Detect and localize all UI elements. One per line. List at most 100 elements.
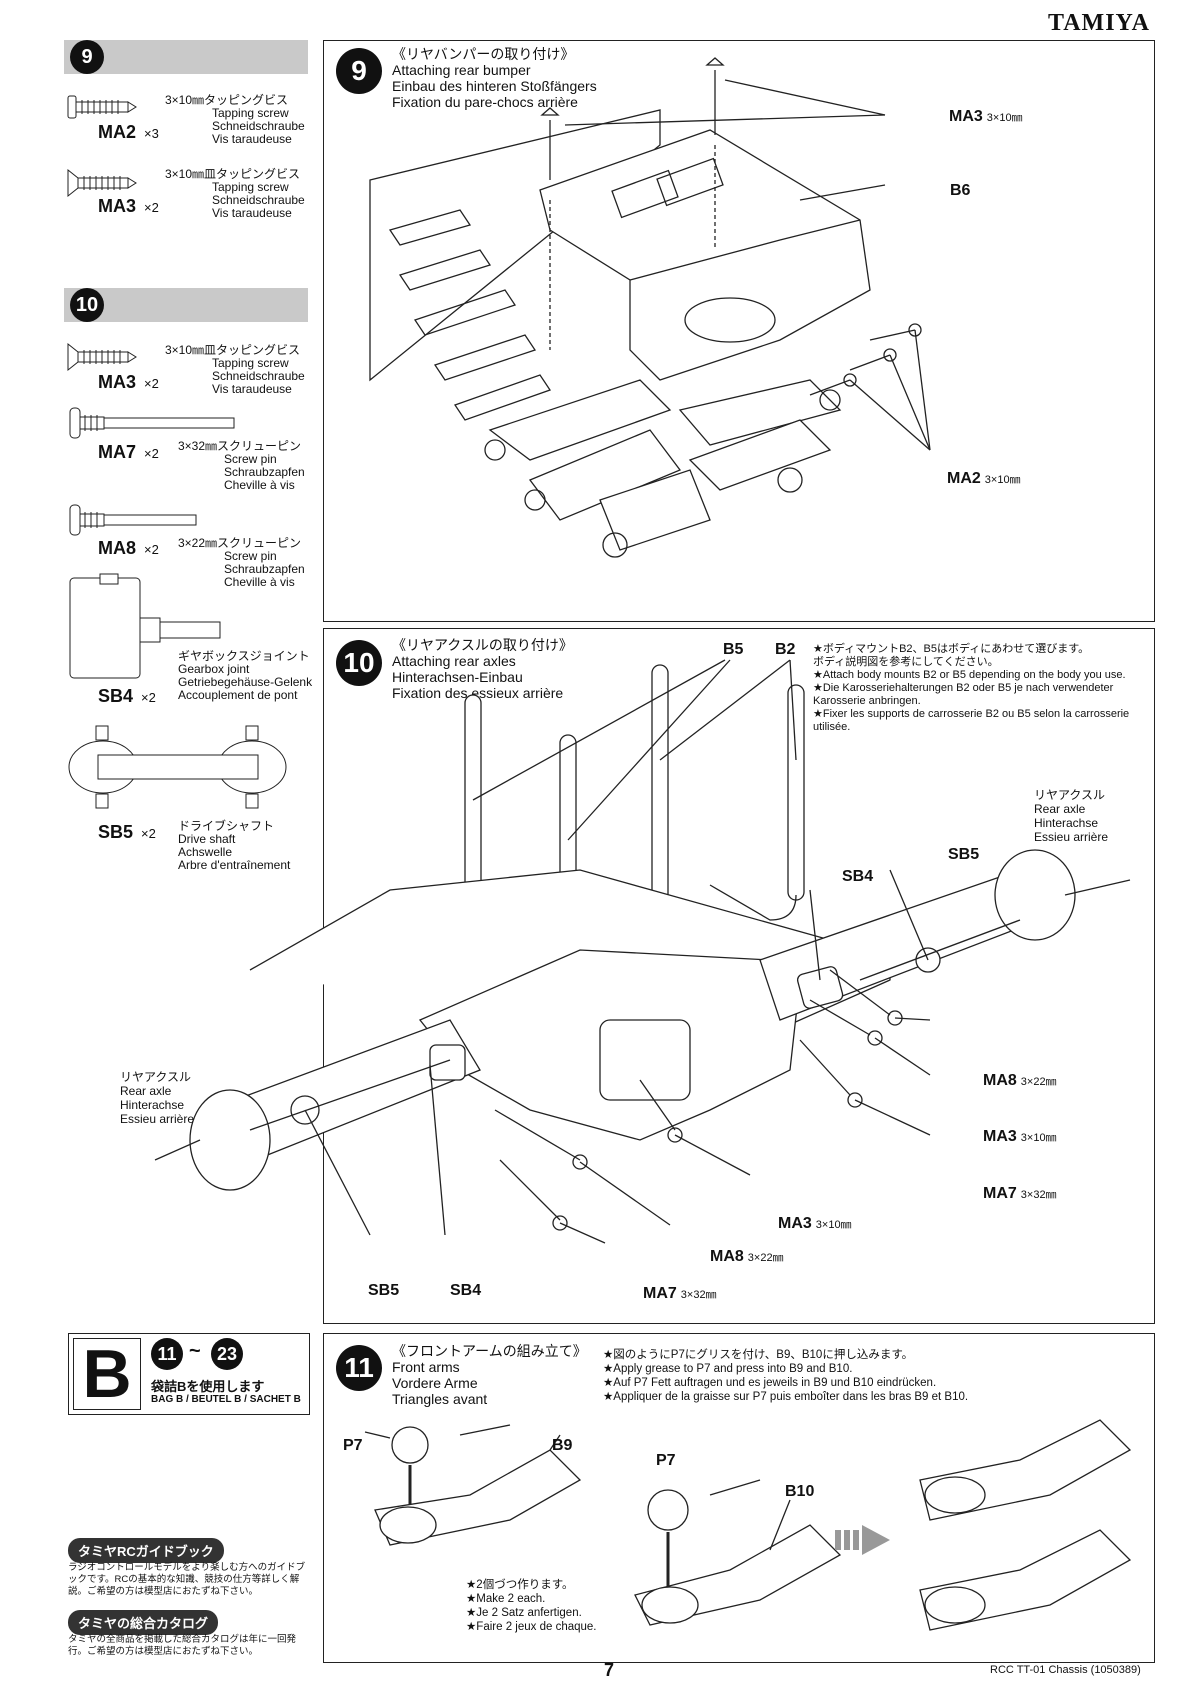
note-line: ★2個づつ作ります。 xyxy=(466,1579,574,1591)
part-code: MA8 xyxy=(98,538,137,558)
part-en: Tapping screw xyxy=(212,356,289,370)
part-code-sb4: SB4 ×2 xyxy=(98,686,156,707)
screw-pin-short-icon xyxy=(69,504,197,536)
label-code: MA8 xyxy=(983,1072,1017,1089)
note-line: ★図のようにP7にグリスを付け、B9、B10に押し込みます。 xyxy=(603,1349,914,1361)
part-qty: ×2 xyxy=(141,690,156,705)
part-code-ma8: MA8 ×2 xyxy=(98,538,159,559)
step10-note: ★ボディマウントB2、B5はボディにあわせて選びます。 ボディ説明図を参考にして… xyxy=(813,643,1148,734)
part-desc-ma3: 3×10㎜皿タッピングビス Tapping screw Schneidschra… xyxy=(165,168,305,220)
step11-label-b10: B10 xyxy=(785,1483,815,1500)
brand-logo: TAMIYA xyxy=(1047,10,1150,36)
note-line: ★Auf P7 Fett auftragen und es jeweils in… xyxy=(603,1377,937,1389)
gearbox-joint-icon xyxy=(69,573,221,679)
part-size-jp: ギヤボックスジョイント xyxy=(178,649,310,663)
bag-jp: 袋詰Bを使用します xyxy=(151,1379,265,1394)
part-code-sb5: SB5×2 xyxy=(98,822,156,843)
bag-letter: B xyxy=(73,1338,141,1410)
label-size: 3×32㎜ xyxy=(1020,1189,1057,1201)
part-en: Tapping screw xyxy=(212,180,289,194)
label-code: MA3 xyxy=(778,1215,812,1232)
note-line: ★Appliquer de la graisse sur P7 puis emb… xyxy=(603,1391,969,1403)
bag-range-from: 11 xyxy=(151,1338,183,1370)
part-de: Getriebegehäuse-Gelenk xyxy=(178,675,313,689)
step10-label-sb4-bottom: SB4 xyxy=(450,1282,482,1299)
title-jp: 《フロントアームの組み立て》 xyxy=(392,1343,587,1359)
part-code-ma7: MA7 ×2 xyxy=(98,442,159,463)
part-qty: ×2 xyxy=(144,376,159,391)
part-code: MA7 xyxy=(98,442,137,462)
part-qty: ×2 xyxy=(144,200,159,215)
title-fr: Fixation des essieux arrière xyxy=(392,685,564,701)
part-qty: ×2 xyxy=(144,542,159,557)
part-de: Schraubzapfen xyxy=(224,562,305,576)
label-code: MA3 xyxy=(983,1128,1017,1145)
label-size: 3×10㎜ xyxy=(986,112,1023,124)
step10-parts-number: 10 xyxy=(70,288,104,322)
bag-range-sep: ~ xyxy=(189,1340,201,1362)
part-fr: Cheville à vis xyxy=(224,575,295,589)
note-line: ★Faire 2 jeux de chaque. xyxy=(466,1621,597,1633)
label-code: MA7 xyxy=(983,1185,1017,1202)
drive-shaft-icon xyxy=(68,725,287,809)
screw-pin-long-icon xyxy=(69,407,235,439)
part-size-jp: 3×10㎜皿タッピングビス xyxy=(165,343,301,357)
step10-label-b2: B2 xyxy=(775,641,796,658)
step11-label-p7b: P7 xyxy=(656,1452,676,1469)
part-size-jp: 3×22㎜スクリューピン xyxy=(178,536,302,550)
label-size: 3×10㎜ xyxy=(815,1219,852,1231)
step9-panel xyxy=(323,40,1155,622)
step9-parts-tab xyxy=(64,40,308,74)
title-fr: Fixation du pare-chocs arrière xyxy=(392,94,578,110)
step11-note: ★図のようにP7にグリスを付け、B9、B10に押し込みます。 ★Apply gr… xyxy=(603,1348,1148,1404)
note-line: ★Make 2 each. xyxy=(466,1593,546,1605)
step10-number: 10 xyxy=(336,640,382,686)
step11-panel xyxy=(323,1333,1155,1663)
part-qty: ×3 xyxy=(144,126,159,141)
title-fr: Triangles avant xyxy=(392,1391,488,1407)
part-code-ma3: MA3 ×2 xyxy=(98,372,159,393)
note-line: ★Die Karosseriehalterungen B2 oder B5 je… xyxy=(813,682,1114,707)
part-code: SB4 xyxy=(98,686,134,706)
countersunk-screw-icon xyxy=(67,342,137,372)
part-en: Screw pin xyxy=(224,452,277,466)
bag-b-box: B 11 ~ 23 袋詰Bを使用します BAG B / BEUTEL B / S… xyxy=(68,1333,310,1415)
title-en: Attaching rear bumper xyxy=(392,62,531,78)
tapping-screw-icon xyxy=(67,95,137,119)
note-line: ★ボディマウントB2、B5はボディにあわせて選びます。 xyxy=(813,643,1090,655)
part-code: MA2 xyxy=(98,122,137,142)
part-en: Screw pin xyxy=(224,549,277,563)
rear-axle-label-right: リヤアクスル Rear axle Hinterachse Essieu arri… xyxy=(1034,788,1108,844)
rear-axle-diagram xyxy=(154,659,1131,1244)
title-de: Vordere Arme xyxy=(392,1375,478,1391)
rear-axle-de: Hinterachse xyxy=(1034,816,1099,830)
part-qty: ×2 xyxy=(144,446,159,461)
bag-range-to: 23 xyxy=(211,1338,243,1370)
part-fr: Cheville à vis xyxy=(224,478,295,492)
step10-label-b5: B5 xyxy=(723,641,744,658)
label-size: 3×22㎜ xyxy=(747,1252,784,1264)
rear-bumper-diagram xyxy=(369,57,931,558)
part-de: Schraubzapfen xyxy=(224,465,305,479)
label-size: 3×10㎜ xyxy=(1020,1132,1057,1144)
part-de: Schneidschraube xyxy=(212,193,305,207)
part-code: MA3 xyxy=(98,372,137,392)
label-code: MA2 xyxy=(947,470,981,487)
title-en: Front arms xyxy=(392,1359,460,1375)
guidebook-pill: タミヤRCガイドブック xyxy=(68,1538,224,1563)
note-line: ★Apply grease to P7 and press into B9 an… xyxy=(603,1363,853,1375)
step10-title: 《リヤアクスルの取り付け》 Attaching rear axles Hinte… xyxy=(392,637,573,701)
rear-axle-en: Rear axle xyxy=(1034,802,1086,816)
catalog-pill: タミヤの総合カタログ xyxy=(68,1610,219,1635)
catalog-text: タミヤの全商品を掲載した総合カタログは年に一回発行。ご希望の方は模型店におたずね… xyxy=(68,1634,297,1657)
rear-axle-fr: Essieu arrière xyxy=(1034,830,1109,844)
part-fr: Vis taraudeuse xyxy=(212,132,292,146)
rear-axle-en: Rear axle xyxy=(120,1084,172,1098)
part-desc-ma2: 3×10㎜タッピングビス Tapping screw Schneidschrau… xyxy=(165,94,305,146)
rear-axle-jp: リヤアクスル xyxy=(1034,788,1106,802)
step10-label-sb5-top: SB5 xyxy=(948,846,980,863)
